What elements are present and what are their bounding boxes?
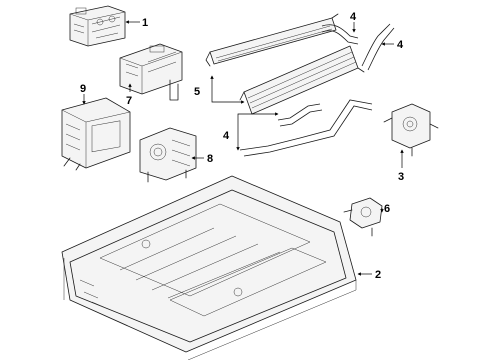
leader-lines	[82, 20, 404, 276]
part-4-hose-long	[239, 99, 373, 157]
part-5-radiator-lower	[239, 45, 365, 115]
callout-3: 3	[398, 171, 404, 183]
callout-4-top: 4	[350, 11, 357, 23]
callout-2: 2	[375, 269, 381, 281]
callout-7: 7	[126, 95, 132, 107]
callout-6: 6	[384, 203, 390, 215]
part-9-control-unit	[61, 97, 131, 171]
part-3-pump	[383, 103, 439, 157]
part-2-battery-pack	[61, 175, 357, 360]
callout-4-right: 4	[397, 39, 404, 51]
part-5-radiator-upper	[205, 13, 339, 67]
callout-4-middle: 4	[223, 130, 230, 142]
part-1-module	[69, 5, 126, 47]
callout-labels: 1 7 9 8 5 4 4 4 3 6 2	[80, 11, 404, 281]
part-6-valve	[343, 197, 383, 237]
callout-9: 9	[80, 83, 86, 95]
part-7-charger	[119, 43, 183, 101]
callout-1: 1	[142, 17, 148, 29]
part-4-hose-right	[361, 23, 395, 71]
callout-5: 5	[194, 86, 200, 98]
part-4-hose-top-small	[321, 24, 359, 45]
part-8-assembly	[139, 127, 197, 183]
callout-8: 8	[207, 153, 213, 165]
